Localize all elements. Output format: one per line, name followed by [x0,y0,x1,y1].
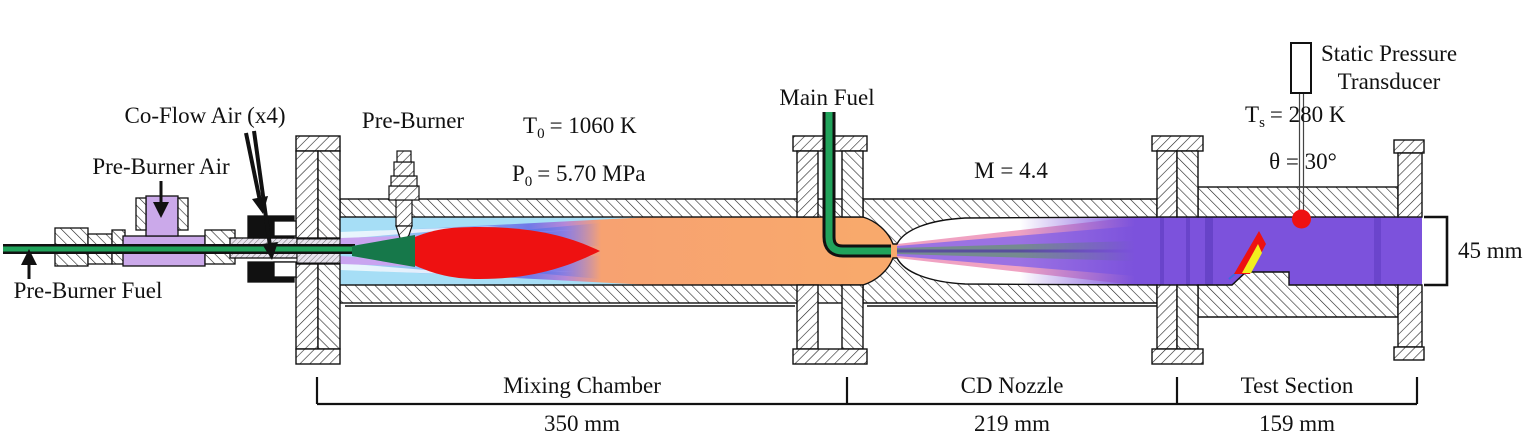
fuel-cone [352,235,415,267]
preburner-spark-plug [388,150,420,242]
preburner-label: Pre-Burner [362,108,465,133]
coflow-arrow-2 [252,130,272,247]
preburner-flame [395,227,600,279]
transducer-label-line1: Static Pressure [1321,41,1457,66]
main-fuel-label: Main Fuel [779,85,874,110]
shock-line-4 [1374,217,1381,285]
fuel-line-green [3,246,355,252]
theta-label: θ = 30° [1269,149,1337,174]
mixing-chamber-top-wall [339,198,864,218]
section-length-test-section: 159 mm [1259,411,1335,436]
dimension-line [315,377,1419,406]
spark-plug-cap [396,150,412,163]
shock-line-2 [1186,217,1190,285]
flange2-bar [841,150,864,218]
transducer-body [1290,42,1312,94]
preburner-fuel-label: Pre-Burner Fuel [14,278,163,303]
mach-number-label: M = 4.4 [974,158,1048,183]
height-bracket [1424,215,1449,287]
section-name-cd-nozzle: CD Nozzle [961,373,1064,398]
labels: Co-Flow Air (x4) Pre-Burner Air Pre-Burn… [14,41,1523,436]
cd-nozzle-top-wall [862,198,1158,245]
purple-blend-overlay [1020,217,1135,285]
flange3-bar [1156,284,1178,350]
section-name-mixing-chamber: Mixing Chamber [503,373,661,398]
cd-nozzle-bottom-wall [862,257,1158,304]
section-name-test-section: Test Section [1241,373,1354,398]
mixing-chamber-bottom-wall [339,284,864,304]
spark-plug-neck [393,161,415,177]
spark-plug-ribs [390,175,418,187]
flange2-bottom-cap [792,348,868,365]
section-length-mixing-chamber: 350 mm [544,411,620,436]
end-flange-bar [1397,284,1423,348]
stem-collar-right [177,197,189,231]
end-flange-bar [1397,152,1423,218]
flange3-bar [1176,150,1199,218]
flange2-bar [796,284,819,350]
coflow-port-bottom [273,261,297,278]
flange1-bottom-cap [295,348,341,365]
stagnation-pressure-label: P0= 5.70 MPa [512,161,645,190]
coflow-arrow-1 [244,132,262,202]
shock-line-1 [1160,217,1164,285]
coflow-port-top [273,220,297,237]
flange3-bar [1156,150,1178,218]
coflow-air-label: Co-Flow Air (x4) [125,103,286,128]
mixing-chamber-flow [340,217,863,285]
pressure-transducer [1290,42,1312,229]
flange1-top-cap [295,135,341,152]
preburner-fuel-arrowhead [21,249,37,265]
main-fuel-tube [822,112,891,258]
coflow-arrowhead-2 [262,242,278,260]
coflow-stream-top [340,217,650,233]
section-length-cd-nozzle: 219 mm [974,411,1050,436]
step-flame-yellow [1242,244,1262,273]
flange-1 [295,135,341,365]
preburner-fuel-line [3,235,415,267]
main-fuel-tube-green [825,112,891,255]
preburner-air-label: Pre-Burner Air [92,154,230,179]
flange2-bar [841,284,864,350]
flange1-bar [317,263,341,350]
end-flange-bottom-cap [1393,346,1425,361]
duct-height-label: 45 mm [1458,238,1523,263]
flange3-bottom-cap [1151,348,1204,365]
flange1-bar [317,150,341,239]
annotation-arrows [21,130,278,279]
static-temperature-label: Ts= 280 K [1245,102,1346,131]
pressure-tap-dot [1292,209,1311,229]
cd-nozzle-flow [863,217,1230,285]
test-section-bottom-wall-with-step [1197,271,1399,318]
transducer-label-line2: Transducer [1338,69,1441,94]
flange3-top-cap [1151,135,1204,152]
flange2-bar [796,150,819,218]
shock-line-3 [1205,217,1213,285]
step-flame [1228,231,1266,280]
stagnation-temperature-label: T0= 1060 K [523,113,637,142]
flange1-bar [295,263,319,350]
spark-plug-shank [395,199,413,227]
stem-collar-left [135,197,147,231]
flange-2 [792,135,868,365]
end-flange-top-cap [1393,139,1425,154]
flange1-bar [295,150,319,239]
flange-3 [1151,135,1204,365]
flange3-bar [1176,284,1199,350]
preburner-air-arrowhead [153,202,169,218]
spark-plug-hex [388,185,420,201]
step-flame-red [1234,231,1266,274]
end-flange [1393,139,1425,361]
